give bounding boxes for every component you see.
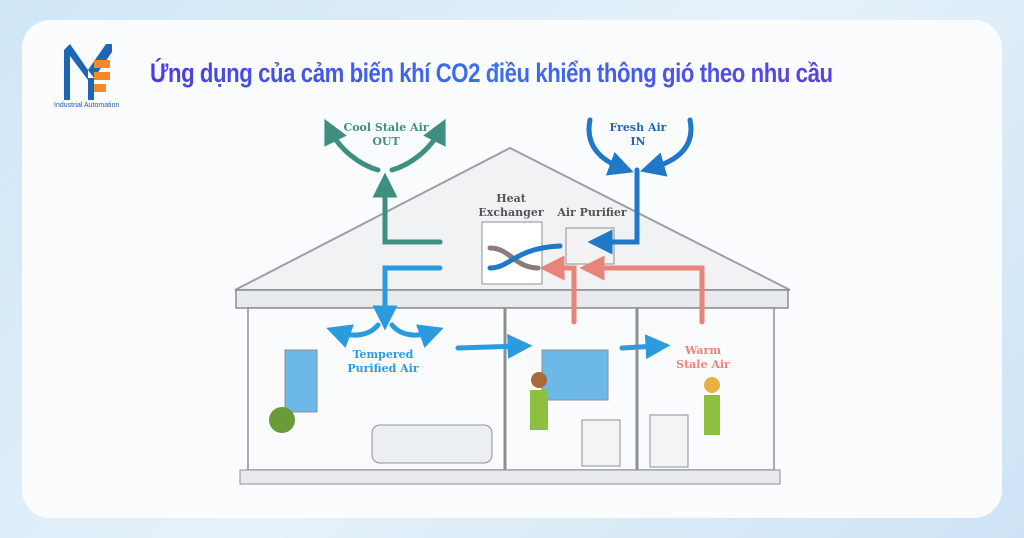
inflow-swirl: [586, 117, 634, 176]
heat-exchanger: [481, 221, 543, 285]
fresh-air-in-arrow: [587, 167, 640, 255]
logo-tagline: Industrial Automation: [54, 102, 120, 109]
page-title: Ứng dụng của cảm biến khí CO2 điều khiển…: [150, 58, 833, 88]
return-air-arrow: [579, 255, 705, 325]
sofa: [371, 424, 493, 464]
inflow-swirl: [639, 117, 694, 177]
exchange-path: [487, 243, 563, 271]
house-walls: [247, 307, 775, 471]
air-purifier-label: Air Purifier: [556, 206, 627, 219]
person: [704, 377, 720, 393]
person: [530, 390, 548, 430]
supply-swirl: [389, 322, 444, 348]
washing-machine: [649, 414, 689, 468]
person: [704, 395, 720, 435]
eave: [235, 289, 789, 309]
plant: [269, 407, 295, 433]
window: [284, 349, 318, 413]
air-purifier: [565, 227, 615, 265]
room-flow-arrow: [455, 333, 533, 359]
room-flow-arrow: [619, 334, 671, 360]
supply-swirl: [326, 322, 381, 348]
company-logo: [64, 44, 112, 100]
floor: [239, 469, 781, 485]
window: [541, 349, 609, 401]
person: [531, 372, 547, 388]
return-air-arrow: [539, 255, 577, 325]
stove: [581, 419, 621, 467]
supply-air-arrow: [372, 265, 443, 331]
stale-air-out-arrow: [372, 172, 443, 245]
outflow-swirl: [389, 118, 446, 173]
outflow-swirl: [324, 118, 381, 173]
